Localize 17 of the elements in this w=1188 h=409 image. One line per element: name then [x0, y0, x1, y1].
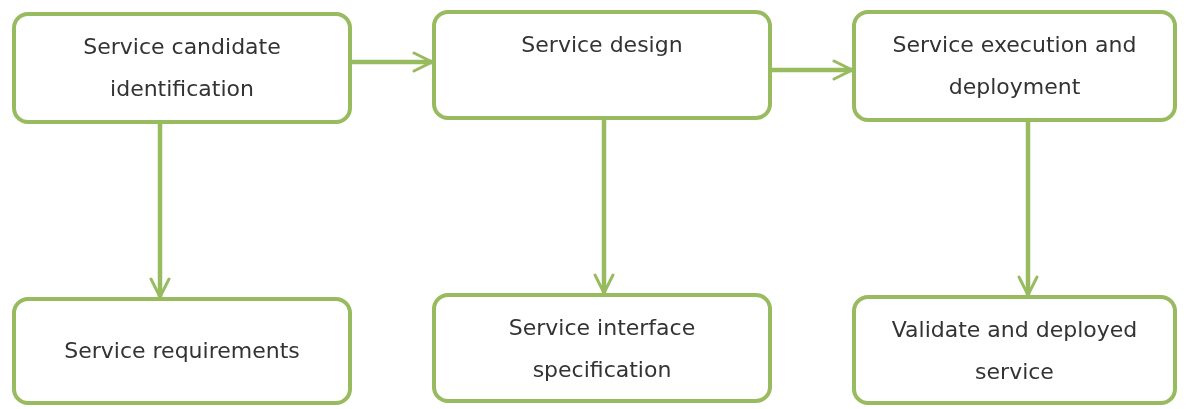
arrow [772, 59, 854, 81]
arrow [1017, 122, 1039, 297]
process-box [852, 295, 1177, 405]
box-label: Service design [521, 31, 683, 59]
process-box [12, 297, 352, 405]
arrow [149, 124, 171, 299]
process-box [432, 10, 772, 120]
box-label: Service interface specification [507, 314, 697, 384]
box-label: Validate and deployed service [890, 316, 1139, 386]
box-label: Service candidate identification [82, 33, 282, 103]
process-box [12, 12, 352, 124]
process-box [852, 10, 1177, 122]
process-box [432, 293, 772, 403]
arrow [352, 51, 434, 73]
box-label: Service execution and deployment [891, 31, 1138, 101]
box-label: Service requirements [64, 337, 300, 365]
arrow [593, 120, 615, 295]
